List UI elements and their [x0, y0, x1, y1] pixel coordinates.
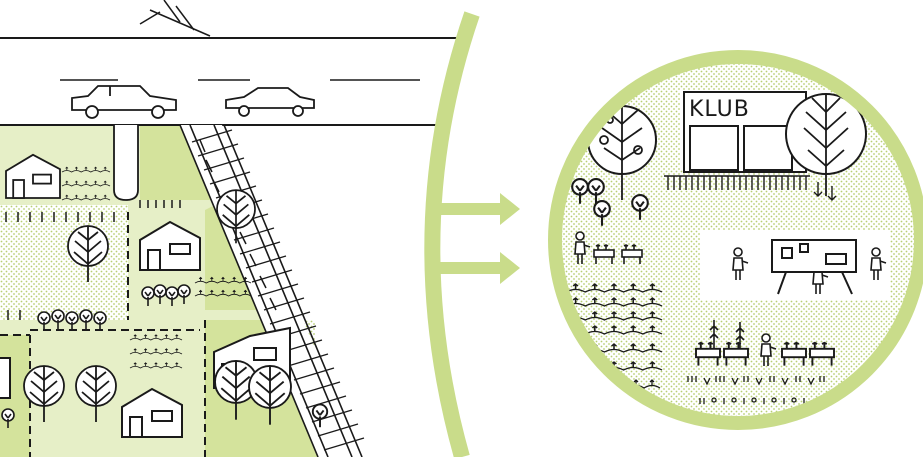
- road: [0, 38, 470, 125]
- dotted-plot: [0, 205, 128, 320]
- settlement-panel: [0, 0, 470, 457]
- garden-inset: KLUB: [555, 57, 921, 423]
- right-arrow-icon: [438, 252, 520, 284]
- house-icon: [0, 358, 10, 398]
- club-sign: KLUB: [689, 97, 750, 122]
- right-arrow-icon: [438, 193, 520, 225]
